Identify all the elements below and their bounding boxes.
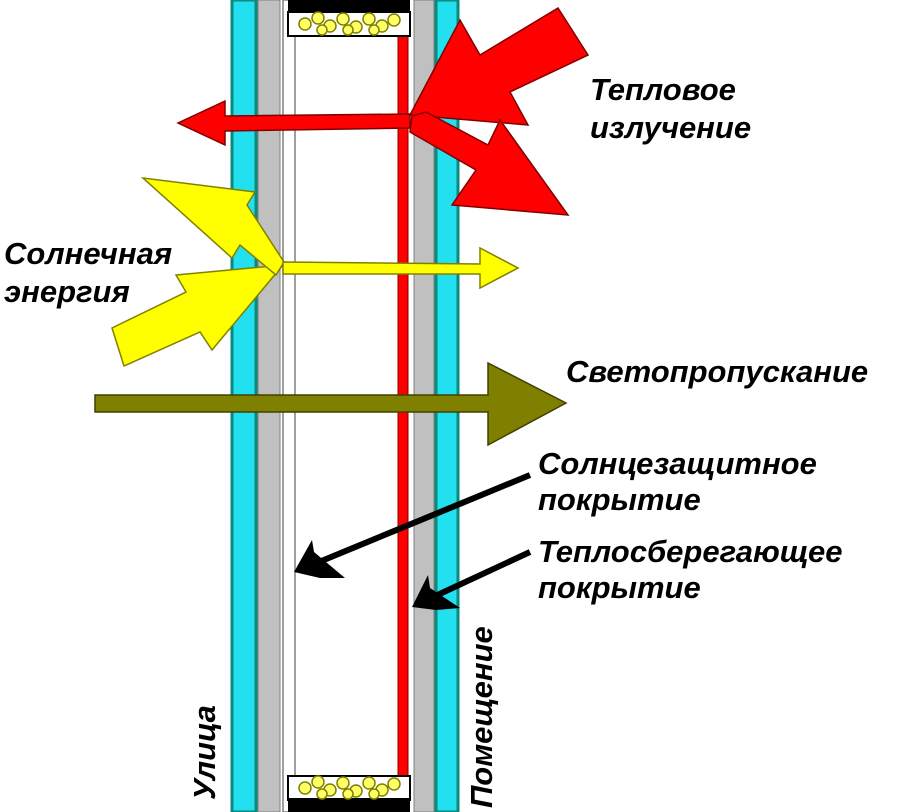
solar-control-coating-label: Солнцезащитное покрытие [538, 446, 826, 517]
outside-label: Улица [187, 705, 222, 800]
solar-control-coating-label-line-2: покрытие [538, 482, 701, 517]
solar-energy-label-line-1: Солнечная [4, 236, 172, 271]
top-spacer [287, 0, 411, 37]
heat-reflected-arrow [176, 99, 411, 147]
light-transmission-label: Светопропускание [566, 354, 868, 389]
solar-coating-pointer [294, 472, 532, 578]
solar-incoming-arrow [111, 264, 285, 368]
low-e-coating-pointer [412, 549, 532, 610]
solar-control-coating-label-line-1: Солнцезащитное [538, 446, 817, 481]
solar-reflected-arrow [140, 176, 285, 277]
solar-transmitted-arrow [282, 246, 520, 290]
heat-incoming-arrow [408, 6, 590, 126]
solar-energy-label-line-2: энергия [4, 274, 130, 309]
low-e-coating-label: Теплосберегающее покрытие [538, 534, 851, 605]
thermal-radiation-arrows [176, 6, 590, 216]
desiccant-beads-bottom [298, 775, 401, 800]
desiccant-beads-top [298, 11, 401, 36]
bottom-spacer [287, 775, 411, 812]
low-e-coating-label-line-2: покрытие [538, 570, 701, 605]
thermal-radiation-label-line-1: Тепловое [590, 72, 736, 107]
inside-label: Помещение [464, 626, 499, 808]
solar-energy-label: Солнечная энергия [4, 236, 181, 309]
low-e-coating-label-line-1: Теплосберегающее [538, 534, 842, 569]
solar-energy-arrows [111, 176, 520, 368]
pointer-arrows [294, 472, 532, 610]
light-transmission-arrow [94, 361, 568, 447]
heat-transmitted-arrow [409, 111, 570, 216]
thermal-radiation-label: Тепловое излучение [590, 72, 751, 145]
thermal-radiation-label-line-2: излучение [590, 110, 751, 145]
